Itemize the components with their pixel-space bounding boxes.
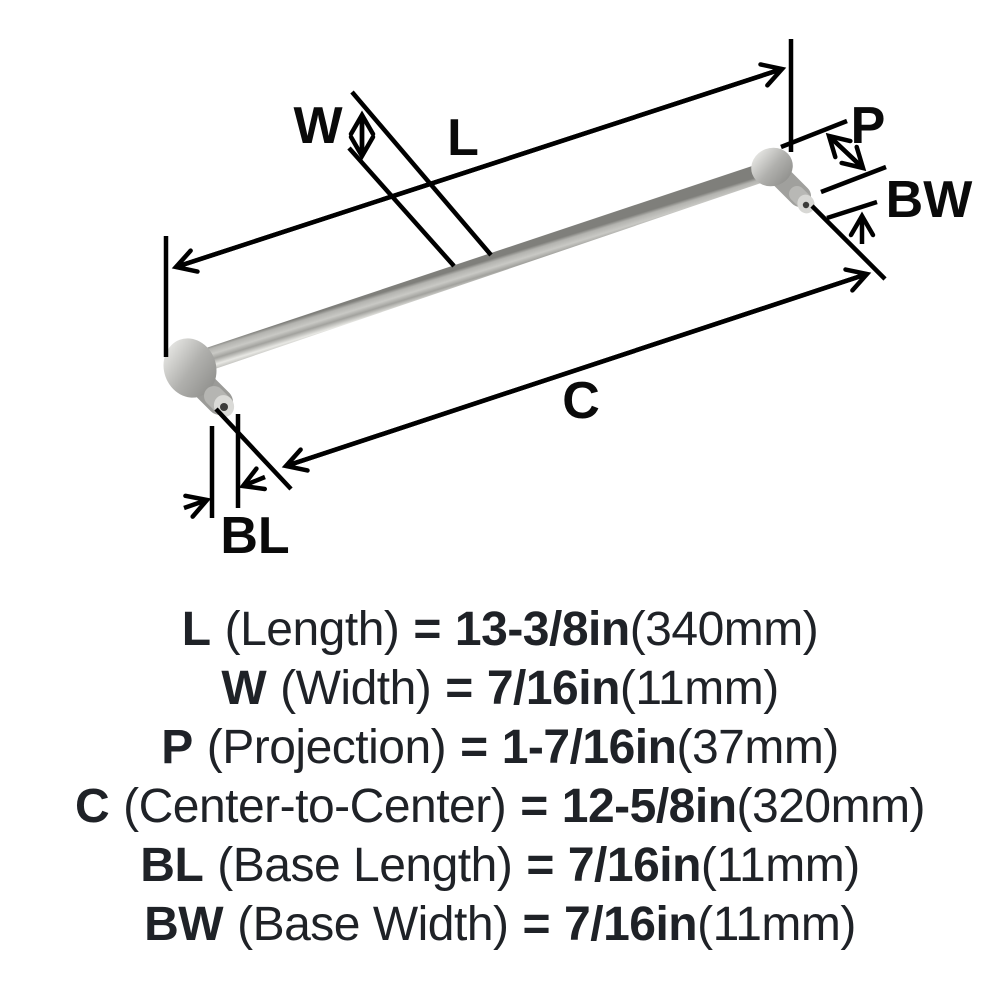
spec-line-width: W (Width) = 7/16in (11mm) <box>221 659 779 718</box>
spec-value-group: 7/16in (11mm) <box>487 659 779 718</box>
l-dimension-line-arrow <box>175 62 787 270</box>
bw-dimension-label: BW <box>886 171 974 229</box>
spec-value-inches: 13-3/8in <box>454 603 630 656</box>
spec-label: (Length) <box>224 603 400 656</box>
spec-line-projection: P (Projection) = 1-7/16in (37mm) <box>161 718 839 777</box>
spec-value-group: 1-7/16in (37mm) <box>501 718 840 777</box>
spec-line-length: L (Length) = 13-3/8in (340mm) <box>181 600 819 659</box>
spec-value-metric: (11mm) <box>697 898 856 951</box>
spec-label: (Base Length) <box>217 839 513 892</box>
bl-dimension-label: BL <box>220 507 289 565</box>
spec-code: C <box>74 780 110 833</box>
spec-code: P <box>161 721 193 774</box>
spec-label: (Projection) <box>206 721 447 774</box>
spec-value-metric: (11mm) <box>619 662 779 715</box>
dimension-C <box>214 204 887 491</box>
spec-code: W <box>221 662 267 715</box>
spec-value-metric: (320mm) <box>736 780 926 833</box>
p-dimension-label: P <box>851 97 886 155</box>
handle-right-foot <box>751 147 815 214</box>
c-dimension-label: C <box>562 372 600 430</box>
spec-value-inches: 7/16in <box>564 898 698 951</box>
spec-label: (Width) <box>280 662 432 715</box>
handle-bar <box>206 162 764 372</box>
spec-value-group: 12-5/8in (320mm) <box>561 777 926 836</box>
p-tick-line-upper <box>780 118 848 150</box>
spec-value-group: 13-3/8in (340mm) <box>454 600 819 659</box>
w-dimension-label: W <box>293 97 343 155</box>
spec-value-inches: 7/16in <box>486 662 621 715</box>
handle-dimension-diagram: L W P BW C <box>163 39 974 565</box>
spec-value-group: 7/16in (11mm) <box>568 836 860 895</box>
bl-arrow-left <box>183 493 212 519</box>
p-tick-line-lower <box>820 164 887 195</box>
left-foot-cap <box>163 338 217 398</box>
spec-equals: = <box>520 780 548 833</box>
spec-line-base-length: BL (Base Length) = 7/16in (11mm) <box>140 836 860 895</box>
c-extension-line-left <box>214 407 293 491</box>
bar-pull-handle <box>163 147 815 417</box>
w-tick-line-lower <box>347 146 456 268</box>
spec-label: (Center-to-Center) <box>123 780 507 833</box>
c-dimension-line-arrow <box>285 267 872 469</box>
dimension-P <box>780 118 887 195</box>
c-extension-line-right <box>810 204 887 281</box>
spec-value-metric: (37mm) <box>676 721 839 774</box>
spec-line-center-to-center: C (Center-to-Center) = 12-5/8in (320mm) <box>74 777 926 836</box>
spec-equals: = <box>526 839 554 892</box>
spec-value-inches: 12-5/8in <box>561 780 737 833</box>
l-dimension-label: L <box>447 109 479 167</box>
spec-value-metric: (11mm) <box>700 839 860 892</box>
dimension-W <box>347 90 493 268</box>
dimension-BL <box>183 414 268 519</box>
spec-equals: = <box>445 662 473 715</box>
spec-code: BL <box>140 839 204 892</box>
spec-value-inches: 1-7/16in <box>501 721 677 774</box>
bl-arrow-right <box>238 466 268 492</box>
dimension-spec-list: L (Length) = 13-3/8in (340mm) W (Width) … <box>0 600 1000 954</box>
spec-value-metric: (340mm) <box>629 603 819 656</box>
spec-value-inches: 7/16in <box>567 839 702 892</box>
spec-equals: = <box>460 721 488 774</box>
spec-equals: = <box>413 603 441 656</box>
spec-code: L <box>181 603 211 656</box>
spec-label: (Base Width) <box>237 898 509 951</box>
handle-left-foot <box>163 338 235 417</box>
spec-line-base-width: BW (Base Width) = 7/16in (11mm) <box>144 895 856 954</box>
spec-equals: = <box>522 898 551 951</box>
bw-tick-line <box>826 199 878 221</box>
dimension-BW <box>826 199 878 244</box>
left-foot-screw-hole <box>220 403 228 411</box>
p-double-arrow-reverse <box>827 134 867 172</box>
right-foot-cap <box>751 147 793 187</box>
spec-code: BW <box>144 898 224 951</box>
right-foot-screw-hole <box>802 201 810 209</box>
dimension-L <box>163 39 794 357</box>
spec-value-group: 7/16in (11mm) <box>564 895 856 954</box>
